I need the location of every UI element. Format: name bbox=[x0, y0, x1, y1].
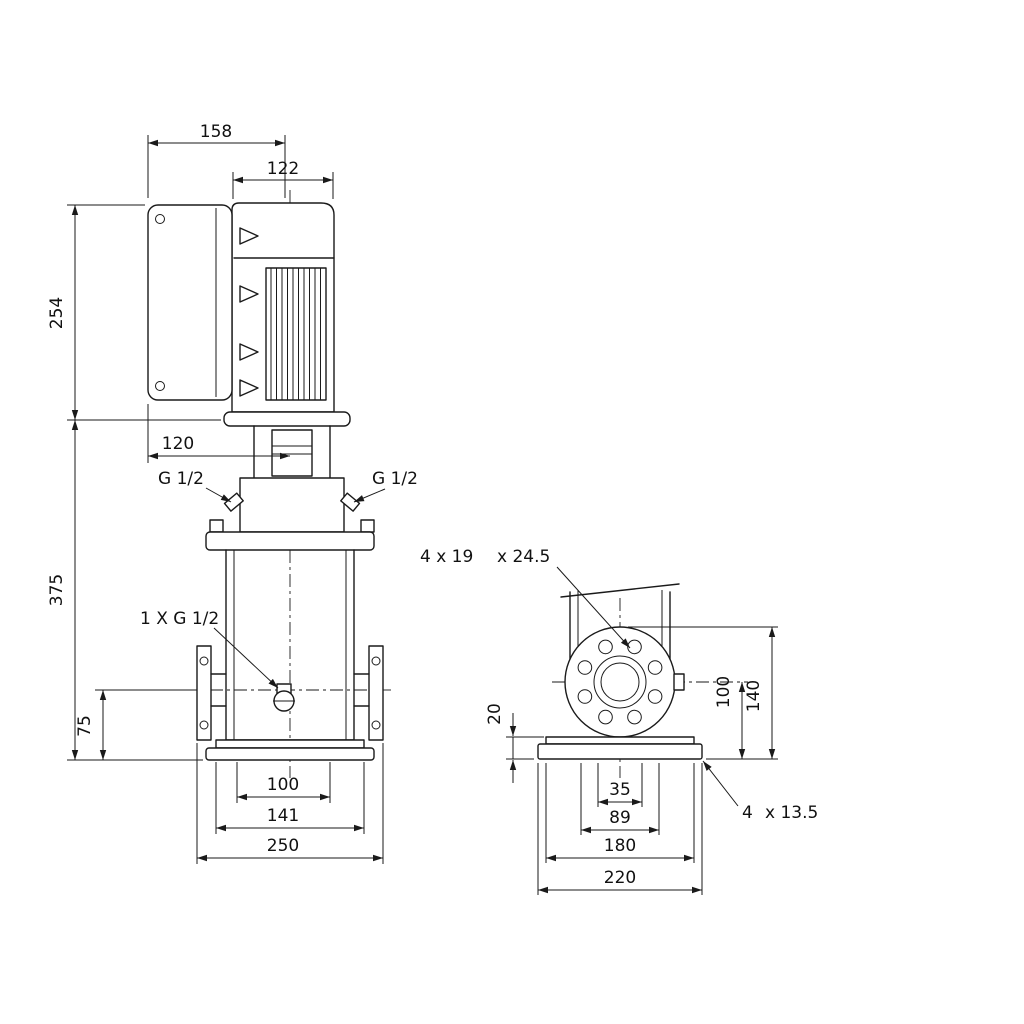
note-flange-holes-a: 4 x 19 bbox=[420, 547, 473, 567]
dim-75: 75 bbox=[75, 689, 188, 760]
dim-141-label: 141 bbox=[267, 806, 299, 826]
coupling bbox=[271, 429, 313, 477]
note-base-holes: 4 x 13.5 bbox=[702, 760, 818, 823]
note-base-holes-b: x 13.5 bbox=[765, 803, 818, 823]
motor-stool bbox=[223, 411, 351, 479]
dim-220: 220 bbox=[537, 763, 703, 895]
converter-screw-bottom bbox=[155, 381, 165, 391]
dim-120-label: 120 bbox=[162, 434, 194, 454]
end-view-column bbox=[560, 583, 680, 660]
dim-180-label: 180 bbox=[604, 836, 636, 856]
port-right-text: G 1/2 bbox=[372, 469, 418, 489]
staybolt-nut-left bbox=[209, 519, 224, 533]
dim-141: 141 bbox=[215, 762, 365, 834]
dim-120: 120 bbox=[147, 404, 290, 463]
staybolt-nut-right bbox=[360, 519, 375, 533]
drain-plug bbox=[273, 683, 295, 712]
pump-head bbox=[205, 477, 375, 551]
end-view: 4 x 19 x 24.5 4 x 13.5 20 100 140 bbox=[420, 547, 818, 895]
dim-100-base: 100 bbox=[236, 762, 331, 803]
dim-220-label: 220 bbox=[604, 868, 636, 888]
dim-250: 250 bbox=[196, 743, 384, 864]
frequency-converter bbox=[147, 204, 233, 401]
dim-122: 122 bbox=[232, 159, 334, 199]
dim-122-label: 122 bbox=[267, 159, 299, 179]
dim-100-end: 100 bbox=[706, 676, 778, 760]
dim-158-label: 158 bbox=[200, 122, 232, 142]
dim-35: 35 bbox=[597, 763, 643, 807]
label-drain: 1 X G 1/2 bbox=[140, 609, 279, 689]
dim-250-label: 250 bbox=[267, 836, 299, 856]
side-view: 158 122 254 120 375 75 bbox=[47, 122, 418, 864]
note-base-holes-a: 4 bbox=[742, 803, 753, 823]
dim-35-label: 35 bbox=[609, 780, 631, 800]
dim-375: 375 bbox=[47, 420, 203, 761]
dim-20-label: 20 bbox=[485, 703, 505, 725]
dim-375-label: 375 bbox=[47, 574, 67, 606]
dim-140-label: 140 bbox=[744, 680, 764, 712]
pump-sleeve bbox=[225, 549, 355, 741]
suction-flange bbox=[196, 645, 227, 741]
dim-100-end-label: 100 bbox=[714, 676, 734, 708]
dim-158: 158 bbox=[147, 122, 286, 198]
port-left-text: G 1/2 bbox=[158, 469, 204, 489]
motor-fin-block bbox=[265, 267, 327, 401]
drain-text: 1 X G 1/2 bbox=[140, 609, 219, 629]
head-flange bbox=[205, 531, 375, 551]
label-port-right: G 1/2 bbox=[353, 469, 418, 503]
end-view-base bbox=[537, 736, 703, 760]
dim-75-label: 75 bbox=[75, 715, 95, 737]
note-flange-holes: 4 x 19 x 24.5 bbox=[420, 547, 631, 649]
label-port-left: G 1/2 bbox=[158, 469, 232, 503]
dim-20: 20 bbox=[485, 703, 544, 783]
motor-fins bbox=[270, 268, 321, 400]
flange-bolt-holes bbox=[577, 639, 663, 725]
dim-254: 254 bbox=[47, 204, 221, 421]
port-plug-right bbox=[340, 492, 361, 512]
dim-254-label: 254 bbox=[47, 297, 67, 329]
motor-clips bbox=[239, 227, 259, 397]
dim-89-label: 89 bbox=[609, 808, 631, 828]
dim-89: 89 bbox=[580, 763, 660, 835]
discharge-flange bbox=[353, 645, 384, 741]
end-view-flange bbox=[564, 626, 685, 738]
dim-100-base-label: 100 bbox=[267, 775, 299, 795]
break-line bbox=[560, 583, 680, 598]
dim-180: 180 bbox=[545, 763, 695, 863]
pump-base bbox=[205, 739, 375, 761]
motor bbox=[231, 202, 335, 413]
converter-screw-top bbox=[155, 214, 165, 224]
dim-140: 140 bbox=[628, 626, 778, 759]
note-flange-holes-b: x 24.5 bbox=[497, 547, 550, 567]
flange-side-tab bbox=[673, 673, 685, 691]
